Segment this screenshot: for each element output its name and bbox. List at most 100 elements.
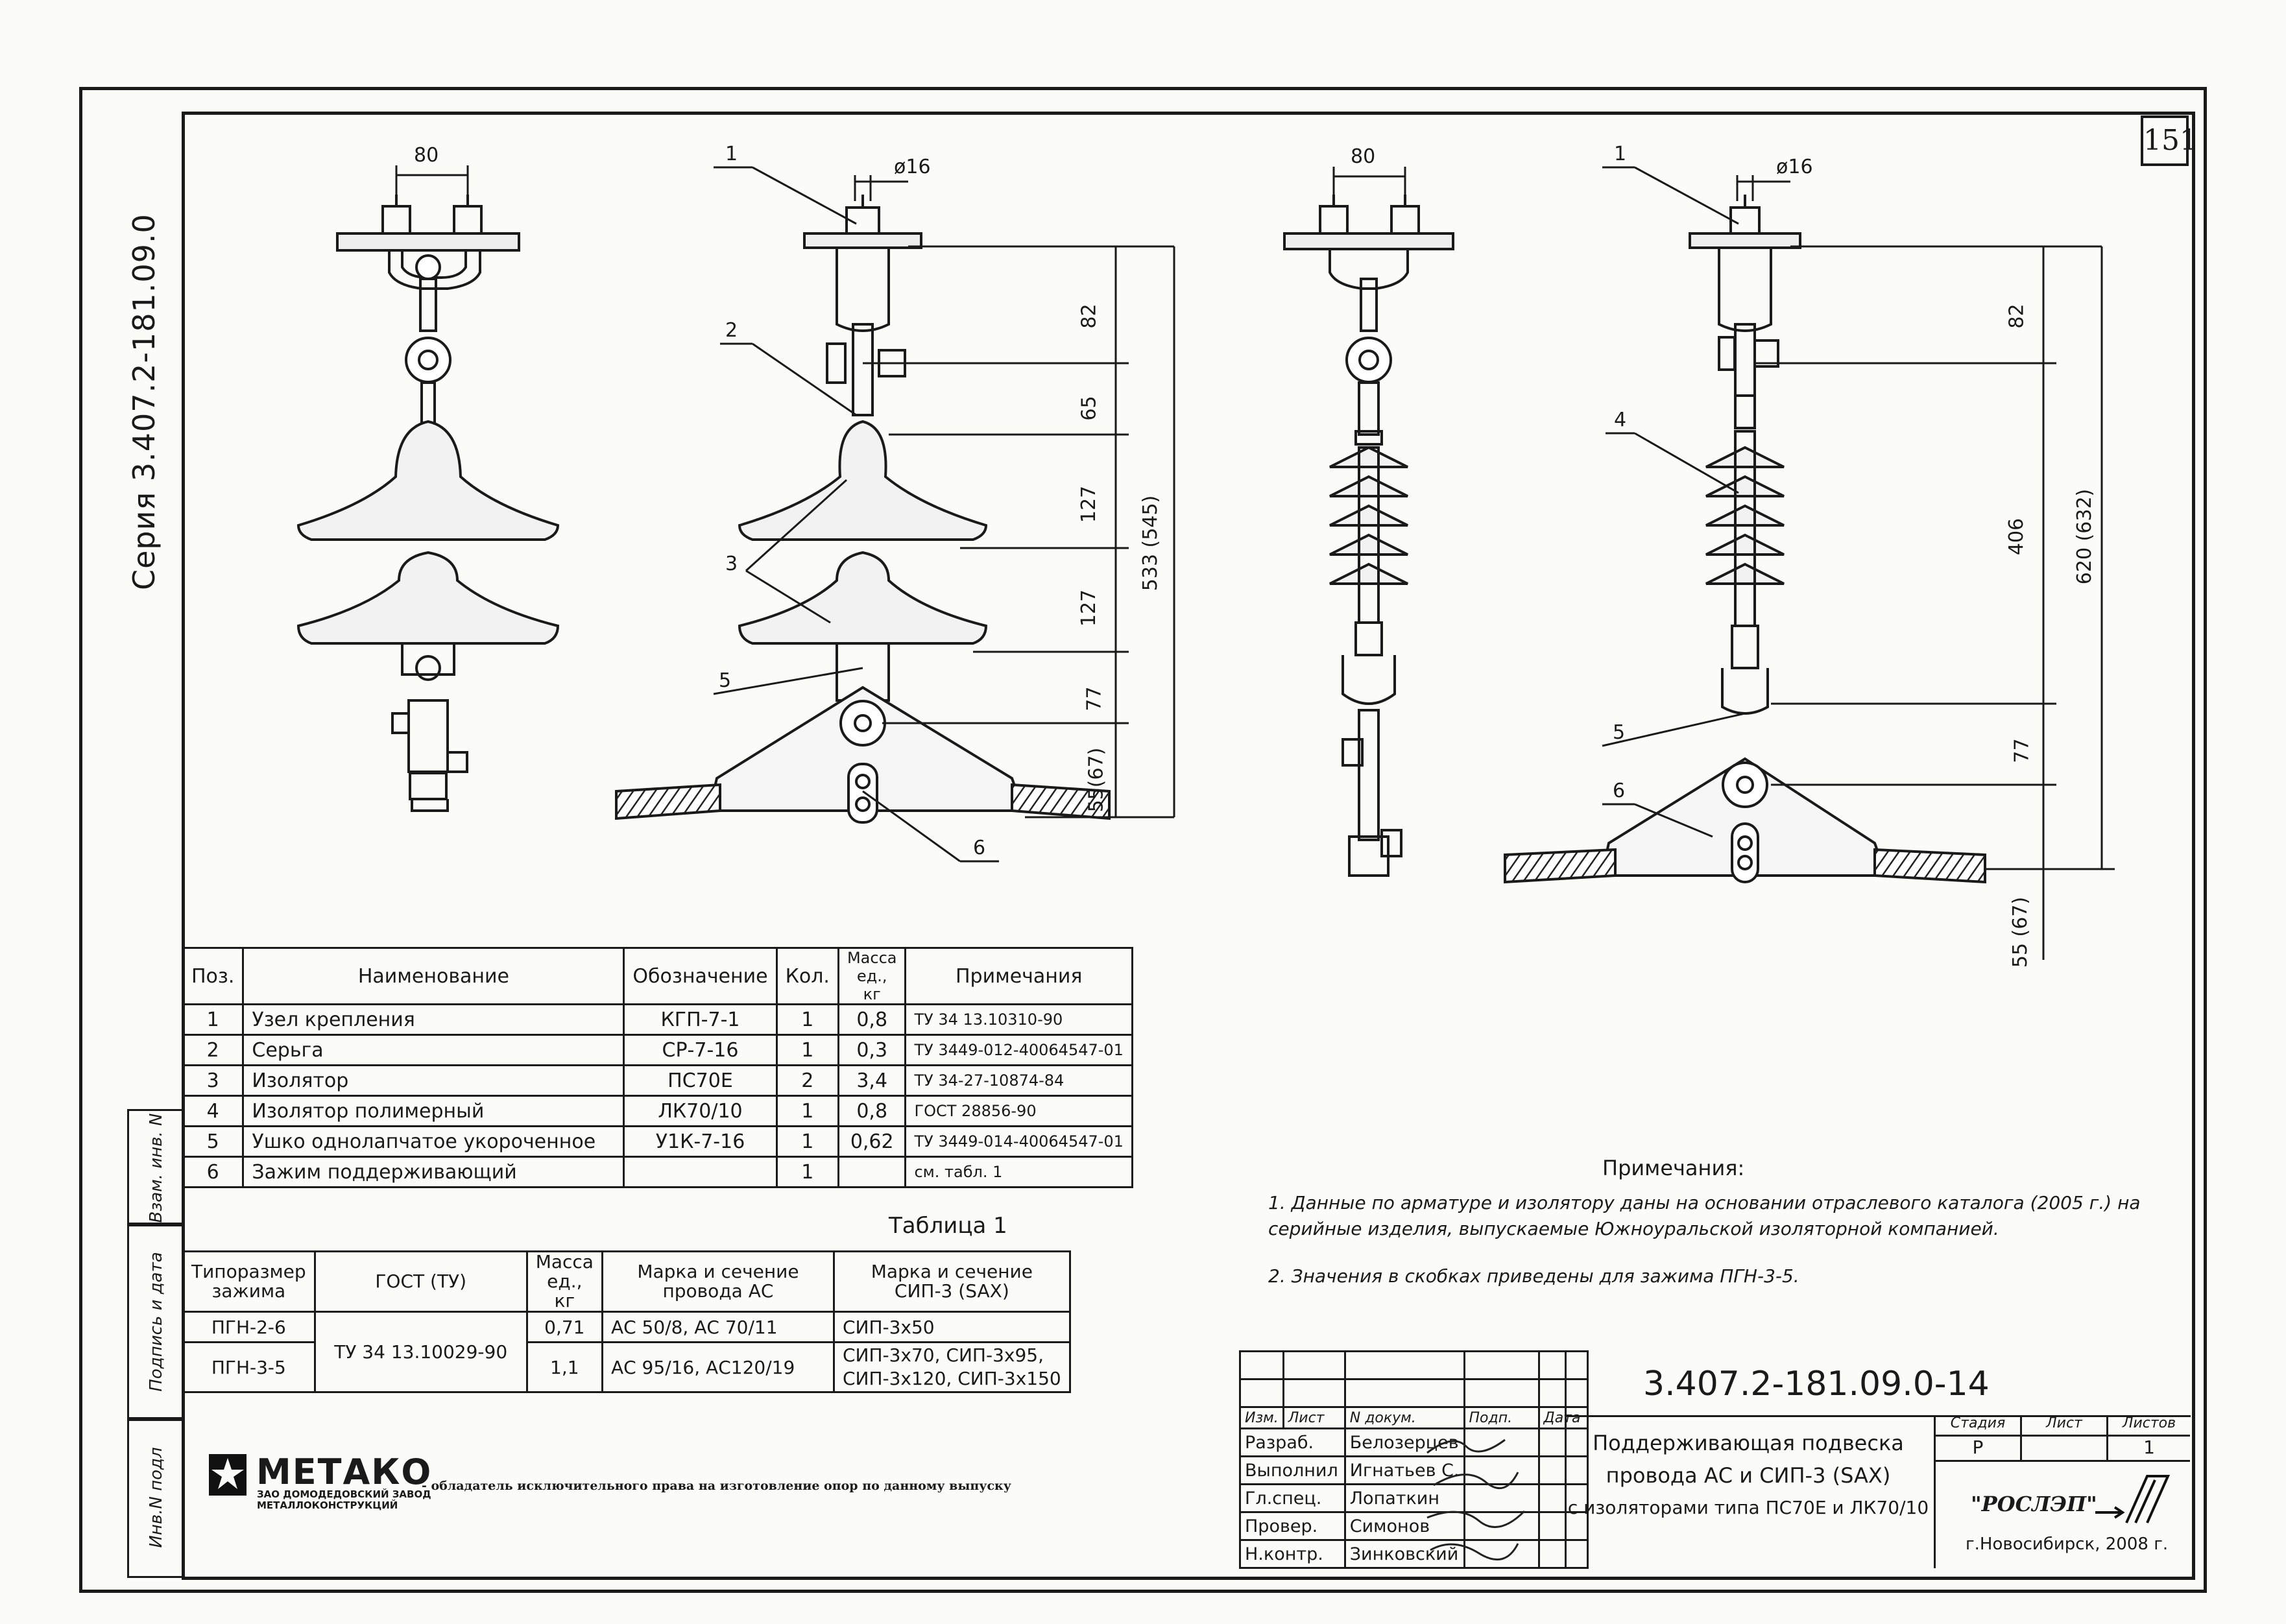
view-lk70-front [1283,195,1454,877]
col-qty: Кол. [775,947,839,1005]
dim-65: 65 [1077,396,1101,421]
parts-table-header: Поз. Наименование Обозначение Кол. Масса… [181,947,1133,1005]
hdr-rev: Изм. [1239,1406,1284,1429]
cell-name: Серьга [242,1034,625,1066]
cell-qty: 1 [775,1034,839,1066]
view-lk70-side [1504,195,1986,884]
stamp-role: Н.контр. [1239,1539,1346,1569]
title-line-3: с изоляторами типа ПС70Е и ЛК70/10 [1567,1497,1929,1518]
table-row: 5 Ушко однолапчатое укороченное У1К-7-16… [181,1125,1133,1158]
parts-table: Поз. Наименование Обозначение Кол. Масса… [181,947,1133,1188]
sidebar-inv-original: Инв.N подл [127,1417,184,1578]
hdr-date: Дата [1537,1406,1589,1429]
sip-line-1: СИП-3х70, СИП-3х95, [842,1344,1044,1366]
sheets-value: 1 [2108,1437,2190,1462]
sheet-value [2022,1437,2108,1462]
cell-designation: КГП-7-1 [623,1003,778,1036]
signatures [1426,1439,1526,1561]
roslep-logo-icon [2095,1475,2171,1523]
cell-notes: ТУ 34 13.10310-90 [904,1003,1133,1036]
cell-qty: 2 [775,1064,839,1097]
view-ps70e-front [296,195,560,812]
cell-notes: см. табл. 1 [904,1156,1133,1188]
cell-mass: 0,8 [837,1095,907,1127]
cell-gost: ТУ 34 13.10029-90 [313,1311,528,1393]
cell-mass: 0,8 [837,1003,907,1036]
pos-label-5-b: 5 [719,669,732,692]
dim-diameter-b: ø16 [894,156,931,178]
stamp-role: Гл.спец. [1239,1483,1346,1513]
col-designation: Обозначение [623,947,778,1005]
stamp-row: Н.контр.Зинковский [1239,1539,1589,1569]
col-clamp-mass: Масса ед., кг [525,1250,603,1313]
pos-label-6-b: 6 [973,837,986,859]
sidebar-signature-date: Подпись и дата [127,1223,184,1421]
dimension-lines [395,165,2115,960]
dim-82-d: 82 [2005,304,2028,329]
pos-label-1-d: 1 [1614,143,1627,165]
doc-code: 3.407.2-181.09.0-14 [1643,1365,1990,1403]
dim-55-d: 55 (67) [2009,896,2032,968]
hdr-sign: Подп. [1463,1406,1540,1429]
cell-pos: 4 [181,1095,245,1127]
cell-ac-wire: АС 95/16, АС120/19 [601,1341,835,1393]
metako-logo-sub: ЗАО ДОМОДЕДОВСКИЙ ЗАВОД МЕТАЛЛОКОНСТРУКЦ… [257,1489,431,1511]
pos-label-6-d: 6 [1613,780,1626,802]
dim-620: 620 (632) [2073,488,2097,585]
cell-designation: ЛК70/10 [623,1095,778,1127]
pos-label-5-d: 5 [1613,721,1626,744]
table-row: 6 Зажим поддерживающий 1 см. табл. 1 [181,1156,1133,1188]
cell-sip-wire: СИП-3х70, СИП-3х95, СИП-3х120, СИП-3х150 [832,1341,1071,1393]
pos-label-3: 3 [725,553,738,575]
outer-frame [79,87,2207,1593]
cell-ac-wire: АС 50/8, АС 70/11 [601,1311,835,1343]
dim-82-b: 82 [1077,304,1101,329]
col-clamp-type: Типоразмер зажима [182,1250,316,1313]
cell-clamp-mass: 1,1 [525,1341,603,1393]
dim-width-80-a: 80 [414,144,439,167]
dim-77-d: 77 [2010,738,2034,763]
stage-value: Р [1936,1437,2022,1462]
cell-name: Зажим поддерживающий [242,1156,625,1188]
cell-qty: 1 [775,1156,839,1188]
col-pos: Поз. [181,947,245,1005]
stamp-name: Зинковский [1343,1539,1465,1569]
cell-notes: ТУ 3449-012-40064547-01 [904,1034,1133,1066]
cell-pos: 5 [181,1125,245,1158]
sidebar-inv-replaced: Взам. инв. N [127,1109,184,1226]
stage-label: Стадия [1936,1415,2022,1437]
stamp-name: Игнатьев С. [1343,1455,1465,1485]
title-block-left: Изм. Лист N докум. Подп. Дата Разраб.Бел… [1239,1350,1589,1569]
stamp-name: Симонов [1343,1511,1465,1541]
cell-notes: ТУ 3449-014-40064547-01 [904,1125,1133,1158]
title-line-2: провода АС и СИП-3 (SAX) [1606,1463,1891,1488]
drawing-title: Поддерживающая подвеска провода АС и СИП… [1567,1427,1930,1524]
cell-mass: 0,62 [837,1125,907,1158]
metako-logo-icon [209,1454,247,1496]
note-2: 2. Значения в скобках приведены для зажи… [1268,1265,1799,1287]
dim-127-a: 127 [1077,485,1101,523]
stamp-role: Выполнил [1239,1455,1346,1485]
sheet-label: Лист [2022,1415,2108,1437]
inner-frame [182,112,2195,1580]
dim-77-b: 77 [1083,686,1106,711]
notes-title: Примечания: [1602,1156,1745,1180]
stamp-name: Лопаткин [1343,1483,1465,1513]
cell-clamp-type: ПГН-2-6 [182,1311,316,1343]
sheets-label: Листов [2108,1415,2190,1437]
dim-406: 406 [2005,518,2028,556]
table-row: 2 Серьга СР-7-16 1 0,3 ТУ 3449-012-40064… [181,1034,1133,1066]
cell-clamp-type: ПГН-3-5 [182,1341,316,1393]
company-name: "РОСЛЭП" [1971,1492,2097,1516]
cell-notes: ТУ 34-27-10874-84 [904,1064,1133,1097]
cell-clamp-mass: 0,71 [525,1311,603,1343]
col-name: Наименование [242,947,625,1005]
cell-name: Ушко однолапчатое укороченное [242,1125,625,1158]
title-line-1: Поддерживающая подвеска [1593,1431,1904,1455]
cell-designation: СР-7-16 [623,1034,778,1066]
table-row: 4 Изолятор полимерный ЛК70/10 1 0,8 ГОСТ… [181,1095,1133,1127]
dim-533: 533 (545) [1139,495,1162,591]
col-sip-wire: Марка и сечение СИП-3 (SAX) [832,1250,1071,1313]
metako-logo-text: МЕТАКО [256,1451,433,1492]
